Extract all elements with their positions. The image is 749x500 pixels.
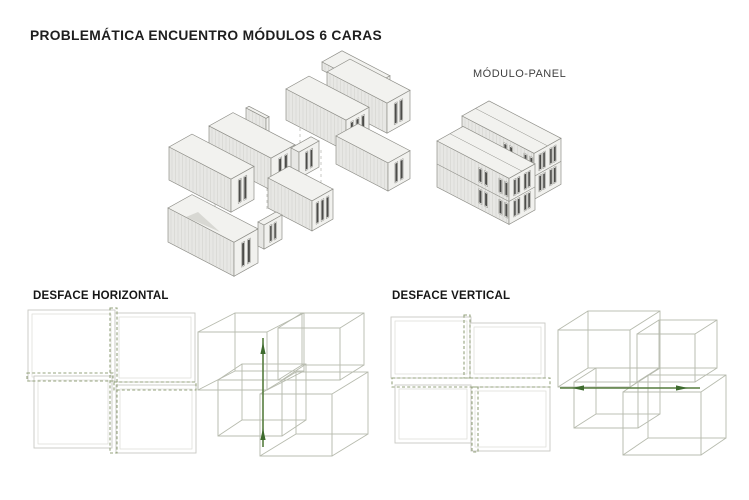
desface-horizontal-plan [26, 307, 197, 454]
desface-horizontal-axon [197, 312, 369, 457]
modulo-panel-label: MÓDULO-PANEL [473, 68, 567, 80]
desface-vertical-label: DESFACE VERTICAL [392, 290, 511, 302]
modulo-panel-drawing [436, 100, 562, 225]
exploded-modules-drawing [167, 50, 411, 277]
desface-vertical-axon [557, 310, 727, 456]
desface-horizontal-label: DESFACE HORIZONTAL [33, 290, 169, 302]
desface-vertical-plan [390, 314, 551, 453]
page-title: PROBLEMÁTICA ENCUENTRO MÓDULOS 6 CARAS [30, 28, 382, 43]
